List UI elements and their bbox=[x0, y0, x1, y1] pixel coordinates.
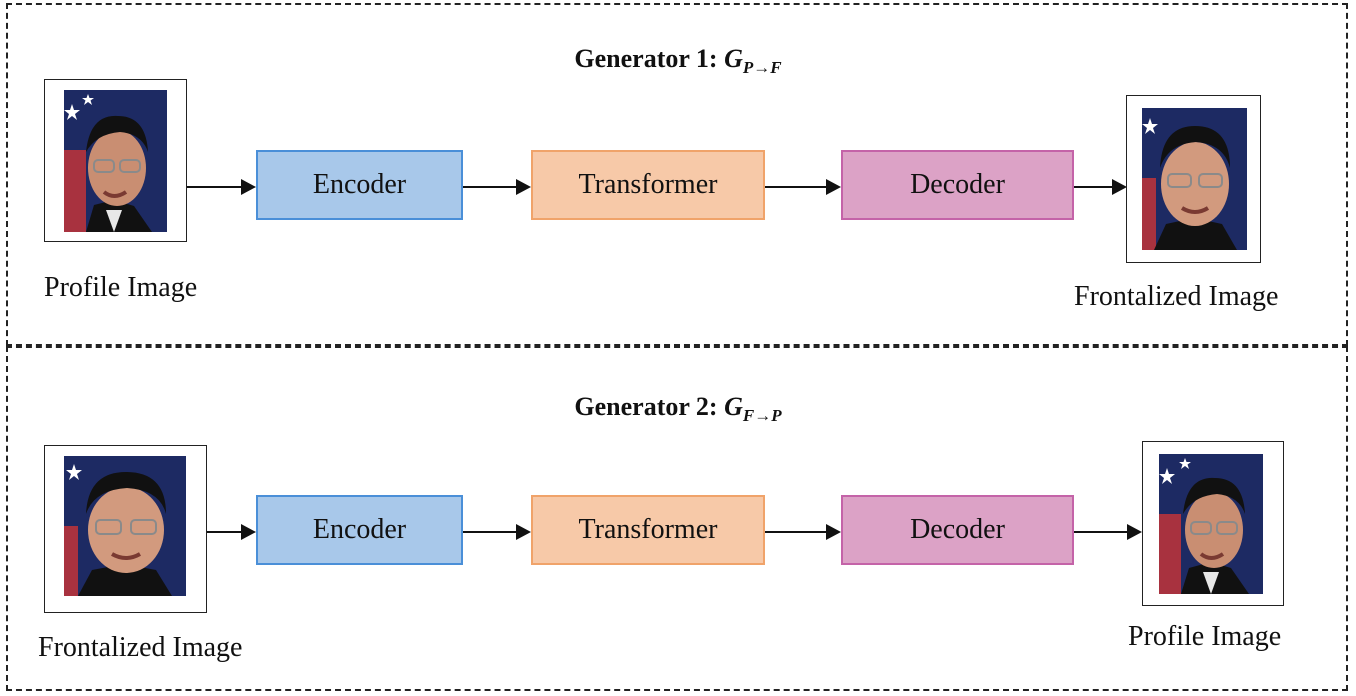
profile-face-photo-2 bbox=[1159, 454, 1263, 594]
generator-2-panel bbox=[6, 346, 1348, 691]
encoder-block: Encoder bbox=[256, 150, 463, 220]
arrow-transformer-to-decoder-2 bbox=[765, 524, 841, 540]
frontal-face-photo-2 bbox=[64, 456, 186, 596]
generator-2-title: Generator 2: GF→P bbox=[574, 392, 782, 426]
arrow-transformer-to-decoder bbox=[765, 179, 841, 195]
arrow-decoder-to-output bbox=[1074, 179, 1127, 195]
profile-face-photo bbox=[64, 90, 167, 232]
generator-1-title: Generator 1: GP→F bbox=[574, 44, 782, 78]
decoder-block-2: Decoder bbox=[841, 495, 1074, 565]
output-image-label: Frontalized Image bbox=[1074, 281, 1279, 312]
arrow-input-to-encoder-2 bbox=[207, 524, 256, 540]
arrow-decoder-to-output-2 bbox=[1074, 524, 1142, 540]
decoder-block: Decoder bbox=[841, 150, 1074, 220]
frontal-face-photo bbox=[1142, 108, 1247, 250]
arrow-input-to-encoder bbox=[187, 179, 256, 195]
encoder-block-2: Encoder bbox=[256, 495, 463, 565]
input-image-label-2: Frontalized Image bbox=[38, 632, 243, 663]
input-image-frame bbox=[44, 79, 187, 242]
output-image-frame bbox=[1126, 95, 1261, 263]
arrow-encoder-to-transformer bbox=[463, 179, 531, 195]
transformer-block-2: Transformer bbox=[531, 495, 765, 565]
arrow-encoder-to-transformer-2 bbox=[463, 524, 531, 540]
generator-1-panel bbox=[6, 3, 1348, 346]
output-image-label-2: Profile Image bbox=[1128, 621, 1282, 652]
input-image-frame-2 bbox=[44, 445, 207, 613]
input-image-label: Profile Image bbox=[44, 272, 198, 303]
output-image-frame-2 bbox=[1142, 441, 1284, 606]
transformer-block: Transformer bbox=[531, 150, 765, 220]
